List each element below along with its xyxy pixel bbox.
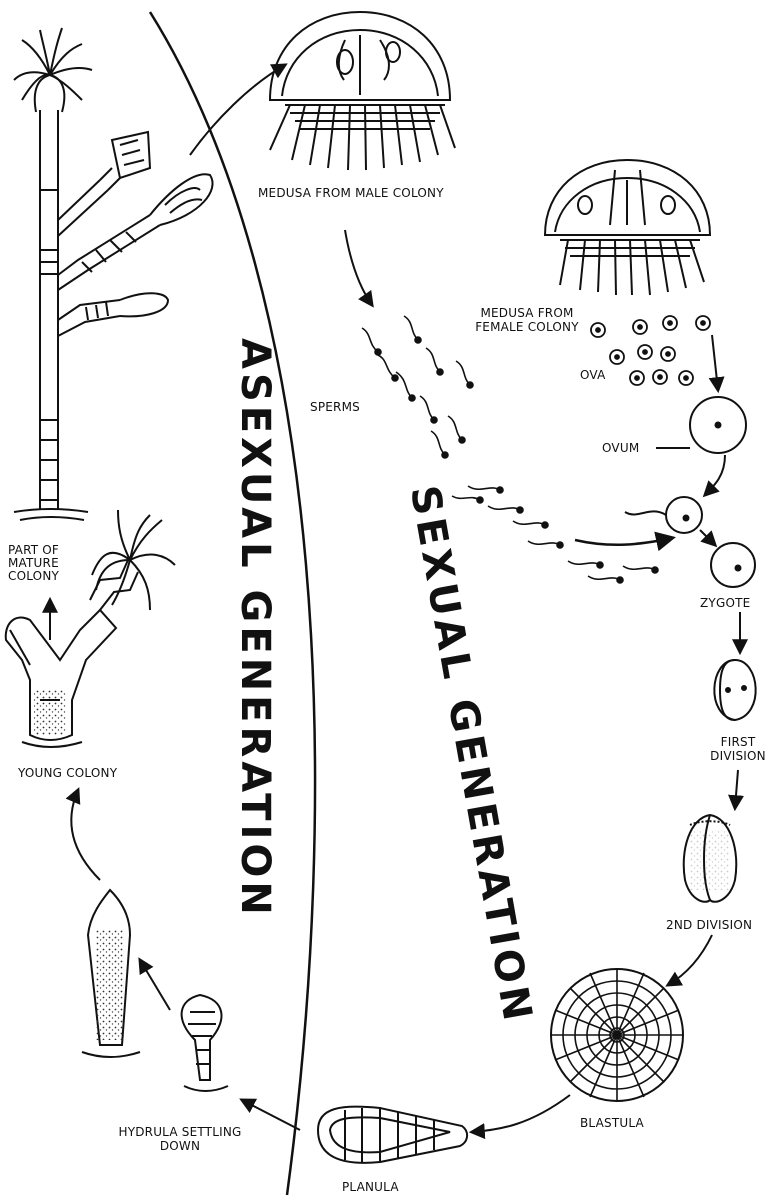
ovum-drawing [656, 397, 746, 453]
second-division-label: 2ND DIVISION [666, 918, 752, 932]
hydrula-label: HYDRULA SETTLING DOWN [100, 1125, 260, 1153]
hydrula-drawings [82, 890, 228, 1091]
arrow-medusa-to-sperms [345, 230, 372, 305]
sperms-label: SPERMS [310, 400, 360, 414]
arrow-first-to-second [735, 770, 738, 808]
arrow-sperms-to-ovum [575, 538, 672, 545]
male-medusa-drawing [270, 12, 455, 170]
first-division-drawing [714, 660, 755, 720]
planula-drawing [318, 1107, 467, 1163]
first-division-label: FIRST DIVISION [700, 735, 776, 763]
arrow-blastula-to-planula [472, 1095, 570, 1132]
young-colony-label: YOUNG COLONY [18, 766, 117, 780]
arrow-ova-to-ovum [712, 335, 718, 390]
planula-label: PLANULA [342, 1180, 399, 1194]
second-division-drawing [684, 815, 737, 902]
medusa-female-label: MEDUSA FROM FEMALE COLONY [468, 306, 586, 334]
mature-colony-drawing [14, 28, 213, 520]
arrow-colony-to-medusa [190, 65, 285, 155]
arrow-second-to-blastula [668, 935, 712, 985]
blastula-drawing [551, 969, 683, 1101]
female-medusa-drawing [545, 160, 710, 295]
zygote-label: ZYGOTE [700, 596, 750, 610]
ovum-label: OVUM [602, 441, 639, 455]
mature-colony-label: PART OF MATURE COLONY [8, 544, 59, 583]
ova-label: OVA [580, 368, 606, 382]
arrow-fert-to-zygote [700, 530, 715, 545]
zygote-drawing [711, 543, 755, 587]
blastula-label: BLASTULA [580, 1116, 644, 1130]
arrow-hydrula-to-young [71, 790, 100, 880]
medusa-male-label: MEDUSA FROM MALE COLONY [258, 186, 444, 200]
ova-drawing [591, 316, 710, 385]
arrow-ovum-to-fert [705, 455, 725, 495]
asexual-generation-heading: ASEXUAL GENERATION [232, 338, 278, 818]
fertilisation-drawing [625, 497, 702, 533]
arrow-hydrula-to-tall [140, 960, 170, 1010]
